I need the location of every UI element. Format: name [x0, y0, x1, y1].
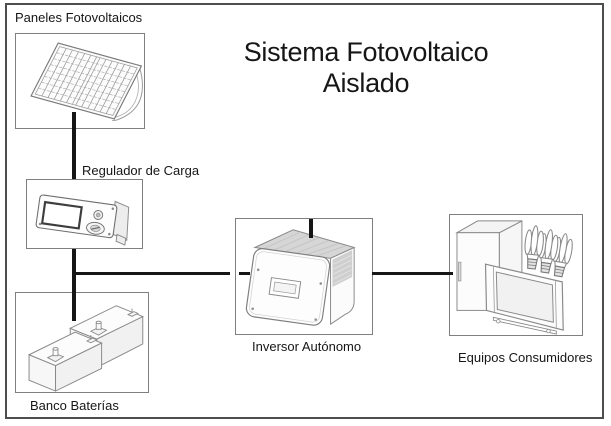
- lcd-display: [40, 200, 83, 230]
- cfl-bulb-1: [524, 225, 544, 270]
- cfl-bulb-3: [552, 233, 573, 278]
- wire-inverter-to-consumers: [372, 272, 453, 275]
- wire-inverter-top-stub: [309, 219, 313, 238]
- tv-illustration: [484, 263, 564, 335]
- battery-bank-icon: [27, 305, 144, 392]
- label-regulador-de-carga: Regulador de Carga: [82, 163, 200, 178]
- wire-bus-to-inverter: [74, 272, 230, 275]
- wire-regulator-to-batteries: [72, 249, 76, 321]
- label-banco-baterias: Banco Baterías: [30, 398, 119, 413]
- battery-front: [27, 331, 103, 392]
- diagram-border: [5, 3, 604, 419]
- wire-panels-to-regulator: [72, 112, 76, 179]
- node-box-regulator: [26, 179, 143, 249]
- diagram-title: Sistema Fotovoltaico Aislado: [216, 37, 516, 99]
- node-box-inverter: [235, 218, 373, 335]
- node-box-consumers: [449, 214, 583, 336]
- tv-screen: [495, 271, 554, 323]
- label-paneles-fotovoltaicos: Paneles Fotovoltaicos: [15, 10, 143, 25]
- title-line-1: Sistema Fotovoltaico: [243, 37, 489, 67]
- node-box-batteries: [15, 292, 149, 393]
- charge-controller-icon: [35, 194, 130, 246]
- inverter-icon: [245, 229, 356, 326]
- node-box-panels: [15, 33, 145, 129]
- wire-inverter-input-stub: [239, 272, 250, 275]
- solar-panel-icon: [30, 42, 143, 122]
- label-equipos-consumidores: Equipos Consumidores: [458, 350, 593, 365]
- title-line-2: Aislado: [322, 68, 410, 98]
- fridge-handle: [458, 261, 462, 282]
- fridge-tv-bulbs-icon: [455, 220, 573, 335]
- label-inversor-autonomo: Inversor Autónomo: [252, 339, 362, 354]
